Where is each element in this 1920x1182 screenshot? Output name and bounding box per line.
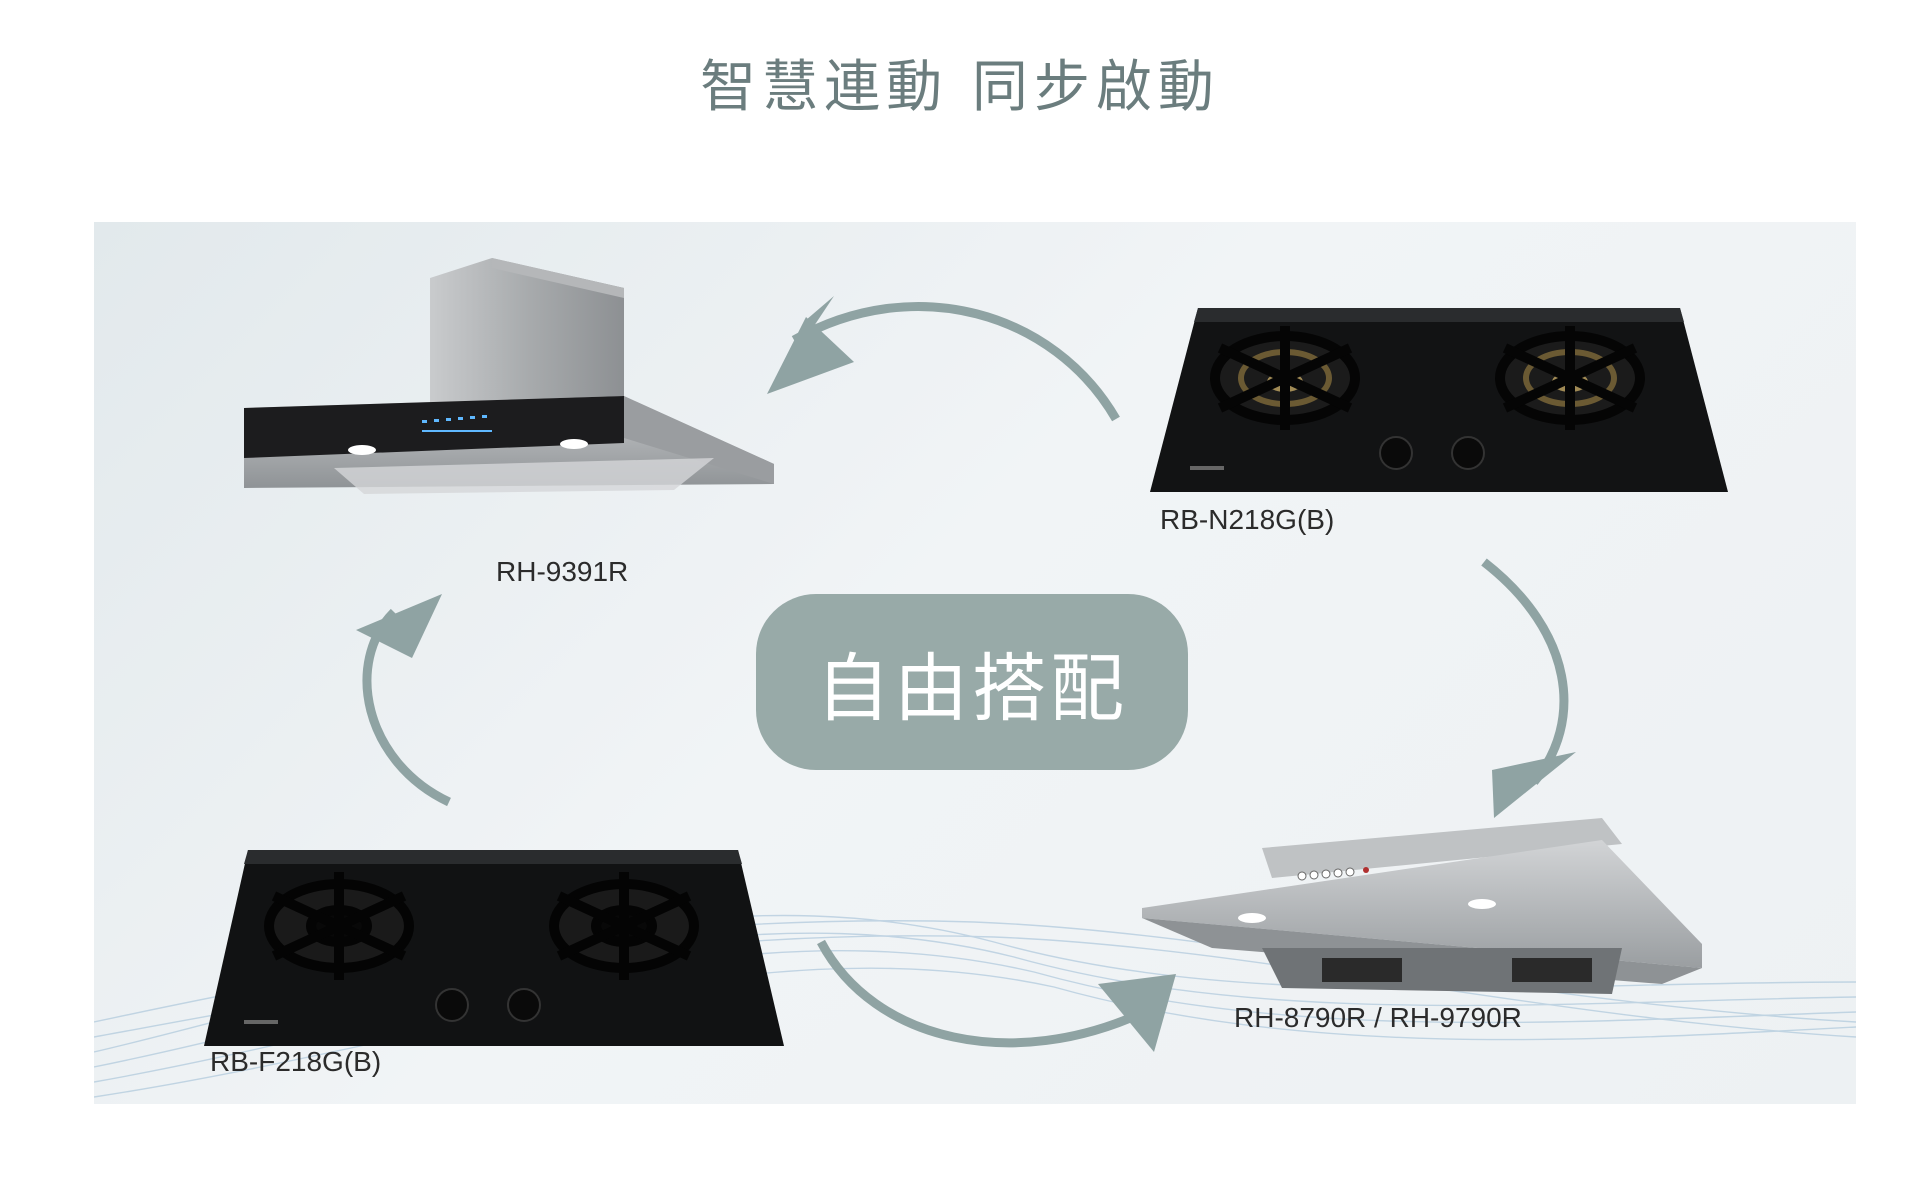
burner-right-icon bbox=[1495, 326, 1645, 430]
range-hood-rh8790r-image bbox=[1142, 818, 1702, 994]
product-label-rbn218g: RB-N218G(B) bbox=[1160, 504, 1335, 535]
gas-stove-rbn218g-image bbox=[1150, 308, 1728, 492]
cycle-arrows bbox=[356, 296, 1576, 1052]
product-panel: RH-9391R RB-N218G(B) RB-F218G(B) RH-8790… bbox=[94, 222, 1856, 1104]
center-badge: 自由搭配 bbox=[756, 594, 1188, 770]
burner-left-icon bbox=[264, 872, 414, 980]
arrow-bottom-icon bbox=[817, 939, 1176, 1052]
product-label-rh8790r-rh9790r: RH-8790R / RH-9790R bbox=[1234, 1002, 1522, 1033]
burner-left-icon bbox=[1210, 326, 1360, 430]
range-hood-rh9391r-image bbox=[244, 258, 774, 494]
knob-icons bbox=[435, 988, 541, 1022]
product-label-rh9391r: RH-9391R bbox=[496, 556, 629, 587]
burner-right-icon bbox=[549, 872, 699, 980]
arrow-left-icon bbox=[356, 594, 451, 807]
product-label-rbf218g: RB-F218G(B) bbox=[210, 1046, 382, 1077]
arrow-top-icon bbox=[767, 296, 1120, 422]
page-title: 智慧連動 同步啟動 bbox=[700, 55, 1220, 120]
knob-icons bbox=[1379, 436, 1485, 470]
gas-stove-rbf218g-image bbox=[204, 850, 784, 1046]
arrow-right-icon bbox=[1481, 558, 1576, 818]
